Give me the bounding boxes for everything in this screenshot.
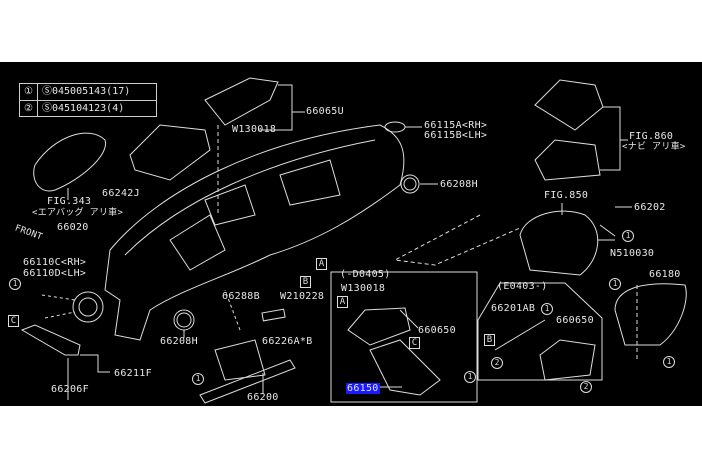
legend-row: ① Ⓢ045005143(17) bbox=[20, 84, 156, 101]
meter-cluster bbox=[519, 210, 599, 276]
ref-box-b: B bbox=[484, 334, 495, 346]
part-label-66115A[interactable]: 66115A<RH> bbox=[424, 120, 488, 131]
fastener-ref-1: 1 bbox=[622, 230, 634, 242]
part-label-W130018[interactable]: W130018 bbox=[232, 124, 277, 135]
part-label-66201AB[interactable]: 66201AB bbox=[491, 303, 536, 314]
part-label-66226AB[interactable]: 66226A*B bbox=[262, 336, 313, 347]
fig-860-note: <ナビ アリ車> bbox=[622, 142, 686, 152]
part-label-N510030[interactable]: N510030 bbox=[610, 248, 655, 259]
part-label-66020[interactable]: 66020 bbox=[57, 222, 89, 233]
ref-box-c: C bbox=[409, 337, 420, 349]
fig-343-note: <エアバッグ アリ車> bbox=[32, 208, 124, 218]
navi-unit bbox=[534, 139, 601, 181]
legend-value: Ⓢ045005143(17) bbox=[42, 86, 131, 97]
part-label-66206F[interactable]: 66206F bbox=[51, 384, 89, 395]
glovebox-66150 bbox=[369, 339, 441, 396]
vent-center-b bbox=[539, 339, 596, 381]
ref-box-a: A bbox=[316, 258, 327, 270]
fastener-ref-1: 1 bbox=[609, 278, 621, 290]
part-label-660650[interactable]: 660650 bbox=[556, 315, 594, 326]
tray-66211F bbox=[20, 324, 81, 356]
fig-ref-343[interactable]: FIG.343 bbox=[47, 196, 92, 207]
fastener-legend-table: ① Ⓢ045005143(17) ② Ⓢ045104123(4) bbox=[19, 83, 157, 117]
ref-box-c: C bbox=[8, 315, 19, 327]
dashboard-window-3 bbox=[279, 159, 341, 206]
diagram-canvas bbox=[0, 62, 702, 406]
pad-66065U bbox=[204, 77, 279, 126]
part-label-W130018-inset[interactable]: W130018 bbox=[341, 283, 386, 294]
part-label-66208H[interactable]: 66208H bbox=[160, 336, 198, 347]
inset-title-d0405: (-D0405) bbox=[340, 269, 391, 280]
ref-box-a: A bbox=[337, 296, 348, 308]
part-label-66110D[interactable]: 66110D<LH> bbox=[23, 268, 87, 279]
fastener-ref-1: 1 bbox=[663, 356, 675, 368]
part-label-660650[interactable]: 660650 bbox=[418, 325, 456, 336]
part-label-66211F[interactable]: 66211F bbox=[114, 368, 152, 379]
fastener-ref-1: 1 bbox=[9, 278, 21, 290]
part-label-66150-selected[interactable]: 66150 bbox=[346, 383, 380, 394]
part-label-66200[interactable]: 66200 bbox=[247, 392, 279, 403]
dashboard-inner-line bbox=[124, 139, 376, 256]
fig-ref-850[interactable]: FIG.850 bbox=[544, 190, 589, 201]
switch-panel bbox=[214, 339, 266, 381]
part-label-66065U[interactable]: 66065U bbox=[306, 106, 344, 117]
fastener-ref-2: 2 bbox=[491, 357, 503, 369]
navi-bezel bbox=[534, 79, 604, 131]
part-label-66180[interactable]: 66180 bbox=[649, 269, 681, 280]
legend-key: ① bbox=[20, 84, 38, 100]
legend-key: ② bbox=[20, 101, 38, 117]
legend-row: ② Ⓢ045104123(4) bbox=[20, 101, 156, 117]
part-label-66288B[interactable]: 66288B bbox=[222, 291, 260, 302]
part-label-66115B[interactable]: 66115B<LH> bbox=[424, 130, 488, 141]
part-label-66110C[interactable]: 66110C<RH> bbox=[23, 257, 87, 268]
part-label-66202[interactable]: 66202 bbox=[634, 202, 666, 213]
fastener-ref-1: 1 bbox=[464, 371, 476, 383]
dashboard-window-2 bbox=[204, 184, 256, 226]
inset-d0405-frame bbox=[330, 271, 478, 403]
part-label-66242J[interactable]: 66242J bbox=[102, 188, 140, 199]
dashboard-window-1 bbox=[169, 214, 226, 271]
inset-e0403-frame bbox=[477, 282, 603, 381]
dashboard-panel-outline bbox=[104, 124, 405, 341]
fastener-ref-1: 1 bbox=[192, 373, 204, 385]
lower-trim-66200 bbox=[199, 359, 296, 404]
inset-title-e0403: (E0403-) bbox=[497, 281, 548, 292]
part-label-66208H[interactable]: 66208H bbox=[440, 179, 478, 190]
airbag-cover bbox=[33, 132, 106, 192]
part-label-W210228[interactable]: W210228 bbox=[280, 291, 325, 302]
pad-66242J bbox=[129, 124, 211, 181]
fig-ref-860[interactable]: FIG.860 bbox=[629, 131, 674, 142]
ref-box-b: B bbox=[300, 276, 311, 288]
legend-value: Ⓢ045104123(4) bbox=[42, 103, 125, 114]
cluster-hood-66180 bbox=[614, 283, 687, 346]
fastener-ref-1: 1 bbox=[541, 303, 553, 315]
vent-center-a bbox=[347, 307, 411, 346]
fastener-ref-2: 2 bbox=[580, 381, 592, 393]
